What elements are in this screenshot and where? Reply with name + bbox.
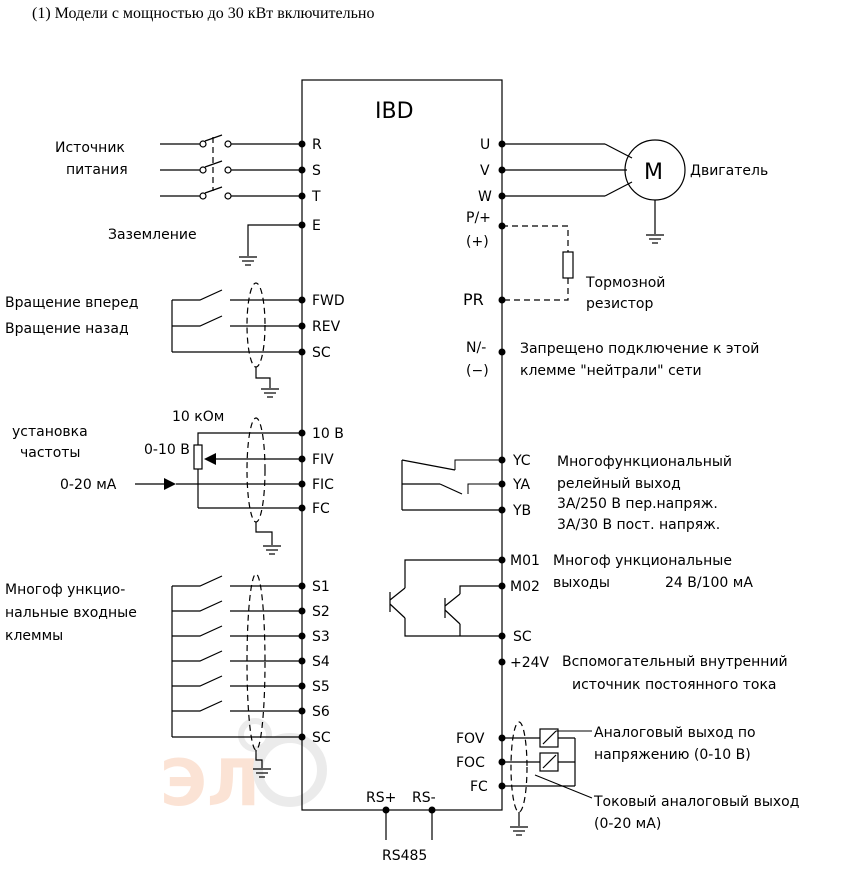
term-sc-1: SC bbox=[312, 345, 331, 361]
brake-resistor bbox=[502, 225, 574, 301]
term-10v: 10 В bbox=[312, 426, 344, 442]
watermark-logo: ЭЛ bbox=[160, 718, 327, 821]
label-relay-1: Многофункциональный bbox=[557, 454, 732, 470]
term-rs-plus: RS+ bbox=[366, 790, 396, 806]
left-terminals bbox=[298, 140, 306, 741]
analog-output-wiring bbox=[502, 721, 593, 836]
label-source-2: питания bbox=[66, 162, 128, 178]
right-terminals bbox=[498, 140, 506, 790]
term-v: V bbox=[480, 163, 490, 179]
label-freq-1: установка bbox=[12, 424, 88, 440]
term-fc-right: FC bbox=[470, 779, 488, 795]
analog-input-wiring bbox=[135, 417, 302, 555]
label-aout-v-2: напряжению (0-10 В) bbox=[594, 747, 751, 763]
motor-wiring bbox=[502, 139, 686, 244]
term-p-plus: P/+ bbox=[466, 210, 491, 226]
term-fic: FIC bbox=[312, 477, 334, 493]
label-outputs-2: выходы bbox=[553, 575, 610, 591]
label-source-1: Источник bbox=[55, 140, 125, 156]
term-rev: REV bbox=[312, 319, 341, 335]
term-foc: FOC bbox=[456, 755, 485, 771]
label-aout-i-1: Токовый аналоговый выход bbox=[593, 794, 799, 810]
page-heading: (1) Модели с мощностью до 30 кВт включит… bbox=[32, 5, 375, 22]
term-ya: YA bbox=[512, 477, 530, 493]
term-s6: S6 bbox=[312, 704, 330, 720]
term-s4: S4 bbox=[312, 654, 330, 670]
label-rs485: RS485 bbox=[382, 848, 427, 864]
term-e: E bbox=[312, 218, 321, 234]
term-r: R bbox=[312, 137, 322, 153]
power-switches bbox=[160, 134, 302, 200]
motor-letter: M bbox=[644, 160, 663, 185]
label-fwd: Вращение вперед bbox=[5, 295, 138, 311]
label-relay-2: релейный выход bbox=[557, 476, 681, 492]
label-ma020: 0-20 мА bbox=[60, 477, 117, 493]
term-s: S bbox=[312, 163, 321, 179]
label-relay-3: 3А/250 В пер.напряж. bbox=[557, 496, 718, 512]
label-freq-2: частоты bbox=[20, 445, 80, 461]
term-fc-1: FC bbox=[312, 501, 330, 517]
svg-text:ЭЛ: ЭЛ bbox=[160, 747, 260, 821]
fwd-rev-switches bbox=[171, 282, 302, 398]
term-n-minus: N/- bbox=[466, 340, 486, 356]
label-v010: 0-10 В bbox=[144, 442, 190, 458]
term-n-minus-paren: (−) bbox=[466, 363, 489, 379]
term-24v: +24V bbox=[510, 655, 550, 671]
term-rs-minus: RS- bbox=[412, 790, 436, 806]
label-neutral-2: клемме "нейтрали" сети bbox=[520, 363, 702, 379]
label-multi-in-2: нальные входные bbox=[5, 605, 137, 621]
rs485-wiring bbox=[382, 806, 436, 840]
term-fwd: FWD bbox=[312, 293, 345, 309]
label-aux-2: источник постоянного тока bbox=[572, 677, 777, 693]
label-outputs-3: 24 В/100 мА bbox=[665, 575, 753, 591]
term-s2: S2 bbox=[312, 604, 330, 620]
term-sc-right: SC bbox=[513, 629, 532, 645]
label-brake-1: Тормозной bbox=[585, 275, 665, 291]
term-sc-2: SC bbox=[312, 730, 331, 746]
term-w: W bbox=[478, 189, 492, 205]
term-s5: S5 bbox=[312, 679, 330, 695]
label-aux-1: Вспомогательный внутренний bbox=[562, 654, 788, 670]
label-pot: 10 кОм bbox=[172, 409, 224, 425]
label-rev: Вращение назад bbox=[5, 321, 129, 337]
label-neutral-1: Запрещено подключение к этой bbox=[520, 341, 759, 357]
term-s3: S3 bbox=[312, 629, 330, 645]
transistor-outputs bbox=[389, 559, 502, 637]
label-motor: Двигатель bbox=[690, 163, 768, 179]
device-title: IBD bbox=[375, 99, 414, 124]
term-m01: M01 bbox=[510, 553, 540, 569]
label-multi-in-3: клеммы bbox=[5, 628, 63, 644]
label-ground: Заземление bbox=[108, 227, 197, 243]
relay-output bbox=[401, 459, 502, 511]
term-yb: YB bbox=[512, 503, 531, 519]
term-fiv: FIV bbox=[312, 452, 334, 468]
term-fov: FOV bbox=[456, 731, 485, 747]
term-t: T bbox=[311, 189, 321, 205]
term-s1: S1 bbox=[312, 579, 330, 595]
label-brake-2: резистор bbox=[586, 296, 653, 312]
term-u: U bbox=[480, 137, 490, 153]
label-relay-4: 3А/30 В пост. напряж. bbox=[557, 517, 720, 533]
term-m02: M02 bbox=[510, 579, 540, 595]
device-box bbox=[301, 79, 503, 811]
label-aout-v-1: Аналоговый выход по bbox=[594, 725, 756, 741]
label-multi-in-1: Многоф ункцио- bbox=[5, 582, 125, 598]
multi-input-switches bbox=[171, 573, 302, 778]
label-aout-i-2: (0-20 мА) bbox=[594, 816, 661, 832]
term-pr: PR bbox=[463, 290, 484, 309]
label-outputs-1: Многоф ункциональные bbox=[553, 553, 732, 569]
term-p-plus-paren: (+) bbox=[466, 234, 489, 250]
term-yc: YC bbox=[512, 453, 531, 469]
